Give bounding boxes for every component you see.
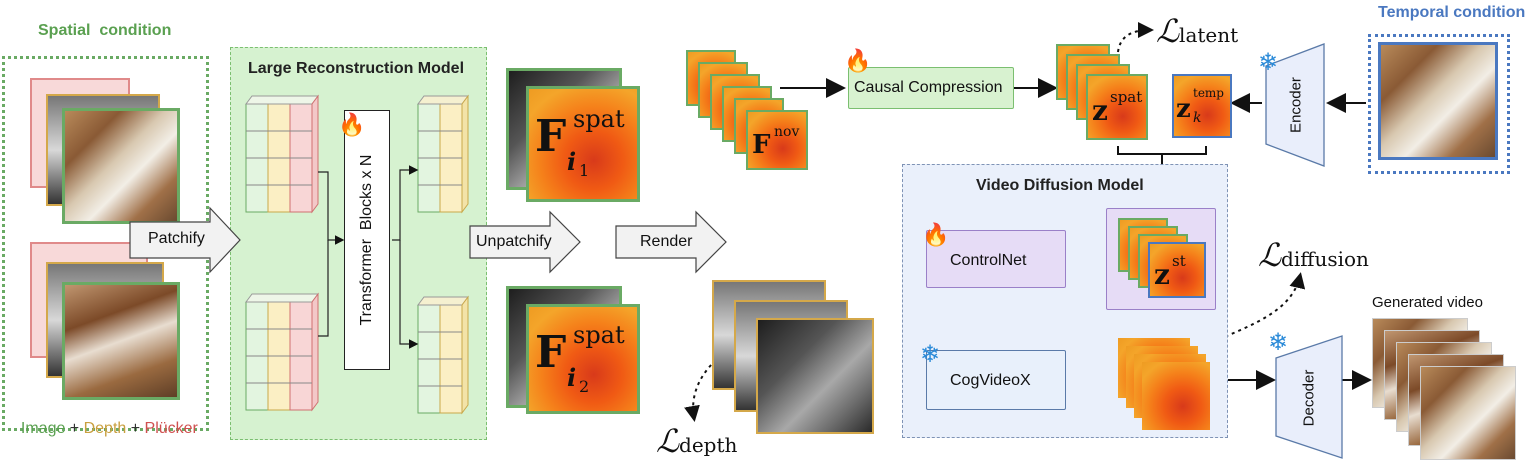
depth-loss: ℒdepth	[656, 422, 738, 460]
generated-frame-5	[1420, 366, 1516, 460]
dotted-to-latent-loss	[1117, 22, 1154, 53]
rgb-image-1	[62, 108, 180, 224]
temporal-condition-frame	[1368, 34, 1510, 174]
output-token-grid-2	[417, 295, 469, 415]
encoder-shape	[1265, 43, 1325, 167]
legend-image: Image	[20, 420, 66, 437]
latent-loss: ℒlatent	[1156, 12, 1239, 50]
fire-icon-lrm: 🔥	[338, 112, 366, 137]
vdm-title: Video Diffusion Model	[976, 177, 1144, 194]
patchify-label: Patchify	[148, 230, 205, 247]
controlnet-label: ControlNet	[950, 252, 1027, 269]
decoder-label: Decoder	[1300, 369, 1318, 427]
causal-compression-box	[848, 67, 1014, 109]
generated-video-label: Generated video	[1372, 294, 1483, 311]
render-label: Render	[640, 233, 693, 250]
legend-plus-1: +	[65, 420, 84, 437]
rendered-depth-3	[756, 318, 874, 434]
unpatchify-label: Unpatchify	[476, 233, 552, 250]
render-arrow	[615, 210, 727, 274]
spatial-condition-title: Spatial condition	[38, 22, 172, 39]
snowflake-icon-cogvideox: ❄	[920, 341, 941, 368]
fire-icon-compression: 🔥	[844, 48, 872, 73]
transformer-label: Transformer Blocks x N	[358, 154, 375, 326]
encoder-label: Encoder	[1287, 77, 1305, 133]
cogvideox-box	[926, 350, 1066, 410]
diffusion-loss: ℒdiffusion	[1258, 236, 1369, 274]
fire-icon-controlnet: 🔥	[922, 222, 950, 247]
lrm-title: Large Reconstruction Model	[248, 60, 465, 77]
legend-plus-2: +	[126, 420, 145, 437]
input-token-grid-2	[245, 292, 319, 412]
diffusion-output-4	[1142, 362, 1210, 430]
temporal-condition-title: Temporal condition	[1378, 4, 1526, 21]
unpatchify-arrow	[469, 210, 581, 274]
patchify-arrow	[129, 206, 241, 274]
cogvideox-label: CogVideoX	[950, 372, 1031, 389]
temporal-image	[1378, 42, 1498, 160]
dotted-to-depth-loss	[684, 359, 717, 422]
spatial-legend: Image + Depth + Plücker	[12, 402, 198, 438]
lrm-wiring	[318, 165, 419, 349]
legend-depth: Depth	[83, 420, 127, 437]
input-token-grid-1	[245, 94, 319, 214]
snowflake-icon-decoder: ❄	[1268, 329, 1289, 356]
decoder-shape	[1275, 335, 1343, 459]
output-token-grid-1	[417, 94, 469, 214]
rgb-image-2	[62, 282, 180, 400]
snowflake-icon-encoder: ❄	[1258, 49, 1279, 76]
controlnet-box	[926, 230, 1066, 288]
transformer-block	[344, 110, 390, 370]
causal-compression-label: Causal Compression	[854, 79, 1003, 96]
legend-plucker: Plücker	[144, 420, 198, 437]
